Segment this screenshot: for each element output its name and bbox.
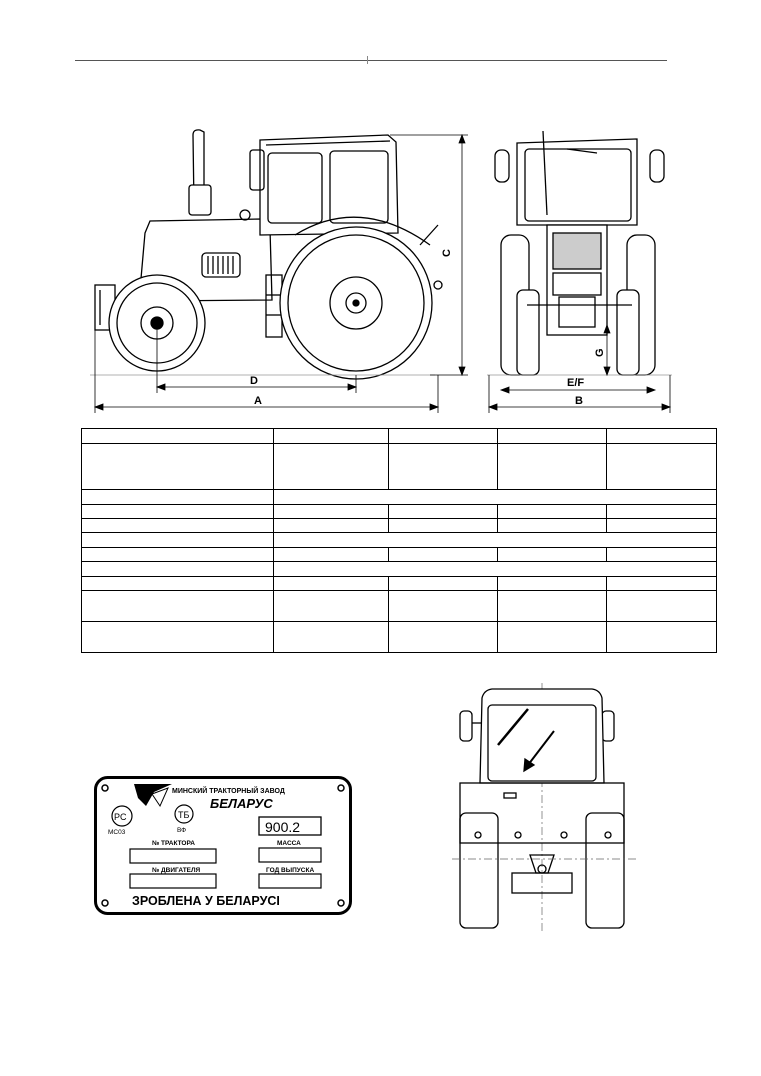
engine-no-label: № ДВИГАТЕЛЯ — [152, 867, 201, 874]
brand-text: БЕЛАРУС — [210, 796, 273, 811]
table-row — [81, 518, 717, 533]
mass-field — [258, 847, 322, 863]
eac-certification-icon: ТБ — [174, 804, 194, 824]
rivet-icon — [101, 784, 109, 792]
dimension-g-label: G — [594, 348, 606, 357]
header-rule — [75, 60, 667, 61]
made-in-text: ЗРОБЛЕНА У БЕЛАРУСІ — [132, 894, 280, 908]
rst-certification-icon: PC — [111, 805, 133, 827]
table-row — [81, 504, 717, 519]
rivet-icon — [337, 899, 345, 907]
model-text: 900.2 — [265, 819, 300, 835]
mass-label: МАССА — [277, 840, 301, 847]
table-row — [81, 561, 717, 577]
cert-mark-1-text: МС03 — [108, 829, 126, 836]
dimension-a-label: A — [254, 395, 262, 407]
rivet-icon — [101, 899, 109, 907]
header-rule-tick — [367, 56, 368, 64]
dimension-ef-label: E/F — [567, 377, 584, 389]
year-label: ГОД ВЫПУСКА — [266, 867, 314, 874]
table-row — [81, 547, 717, 562]
year-field — [258, 873, 322, 889]
tractor-no-field — [129, 848, 217, 864]
rivet-icon — [337, 784, 345, 792]
table-row — [81, 489, 717, 505]
identification-plate: PC ТБ МС03 ВФ МИНСКИЙ ТРАКТОРНЫЙ ЗАВОД Б… — [94, 776, 352, 915]
table-row — [81, 576, 717, 591]
specifications-table — [81, 428, 717, 653]
table-row — [81, 621, 717, 653]
mtz-logo-icon — [134, 784, 172, 808]
svg-text:ТБ: ТБ — [178, 810, 189, 820]
table-row — [81, 443, 717, 490]
tractor-side-view-drawing: C D A — [90, 129, 468, 413]
tractor-no-label: № ТРАКТОРА — [152, 840, 195, 847]
svg-text:PC: PC — [114, 812, 127, 822]
manufacturer-text: МИНСКИЙ ТРАКТОРНЫЙ ЗАВОД — [172, 786, 285, 795]
engine-no-field — [129, 873, 217, 889]
table-row — [81, 590, 717, 622]
cert-mark-2-text: ВФ — [177, 827, 186, 834]
model-box — [258, 816, 322, 836]
tractor-rear-view-drawing — [452, 683, 637, 931]
table-row — [81, 532, 717, 548]
table-row — [81, 428, 717, 444]
dimension-d-label: D — [250, 375, 258, 387]
dimension-b-label: B — [575, 395, 583, 407]
dimension-c-label: C — [441, 249, 453, 257]
tractor-front-view-drawing: G E/F B — [487, 130, 672, 413]
